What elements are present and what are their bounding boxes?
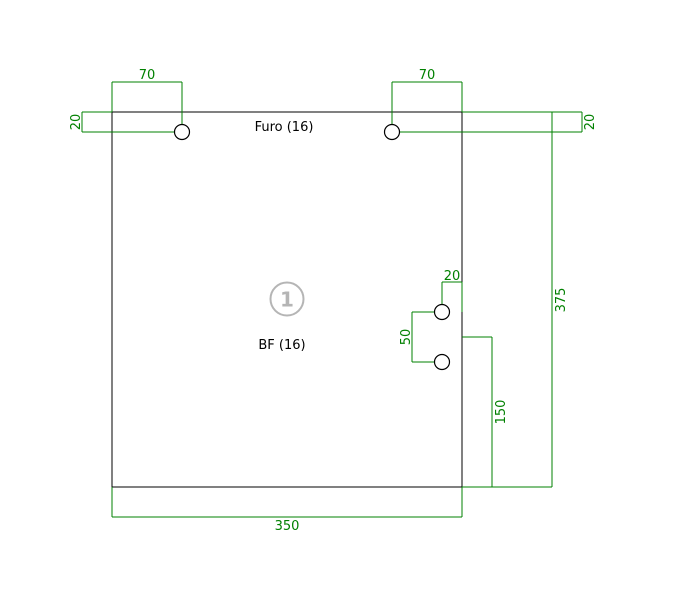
hole-top-left <box>173 123 191 141</box>
dim-width-350: 350 <box>111 487 463 534</box>
dim-label-side-spacing-50: 50 <box>399 329 414 346</box>
hole-side-upper <box>433 303 451 321</box>
dim-label-side-offset-20: 20 <box>444 269 461 284</box>
dim-label-top-right-70: 70 <box>419 68 436 83</box>
dim-label-side-height-150: 150 <box>494 400 509 425</box>
dim-top-left-70: 70 <box>111 68 183 132</box>
dim-label-left-20: 20 <box>69 114 84 131</box>
dim-right-20: 20 <box>392 111 598 133</box>
dim-label-right-20: 20 <box>583 114 598 131</box>
dim-label-height-375: 375 <box>554 288 569 313</box>
part-number: 1 <box>280 288 294 312</box>
dim-side-height-150: 150 <box>462 336 509 488</box>
part-number-badge <box>269 281 305 317</box>
hole-side-lower <box>433 353 451 371</box>
top-edge-label: Furo (16) <box>255 120 314 135</box>
dim-label-top-left-70: 70 <box>139 68 156 83</box>
dim-left-20: 20 <box>69 111 182 133</box>
dim-top-right-70: 70 <box>391 68 463 132</box>
hole-top-right <box>383 123 401 141</box>
dim-label-width-350: 350 <box>275 519 300 534</box>
face-label: BF (16) <box>258 338 305 353</box>
dim-height-375: 375 <box>462 112 569 488</box>
